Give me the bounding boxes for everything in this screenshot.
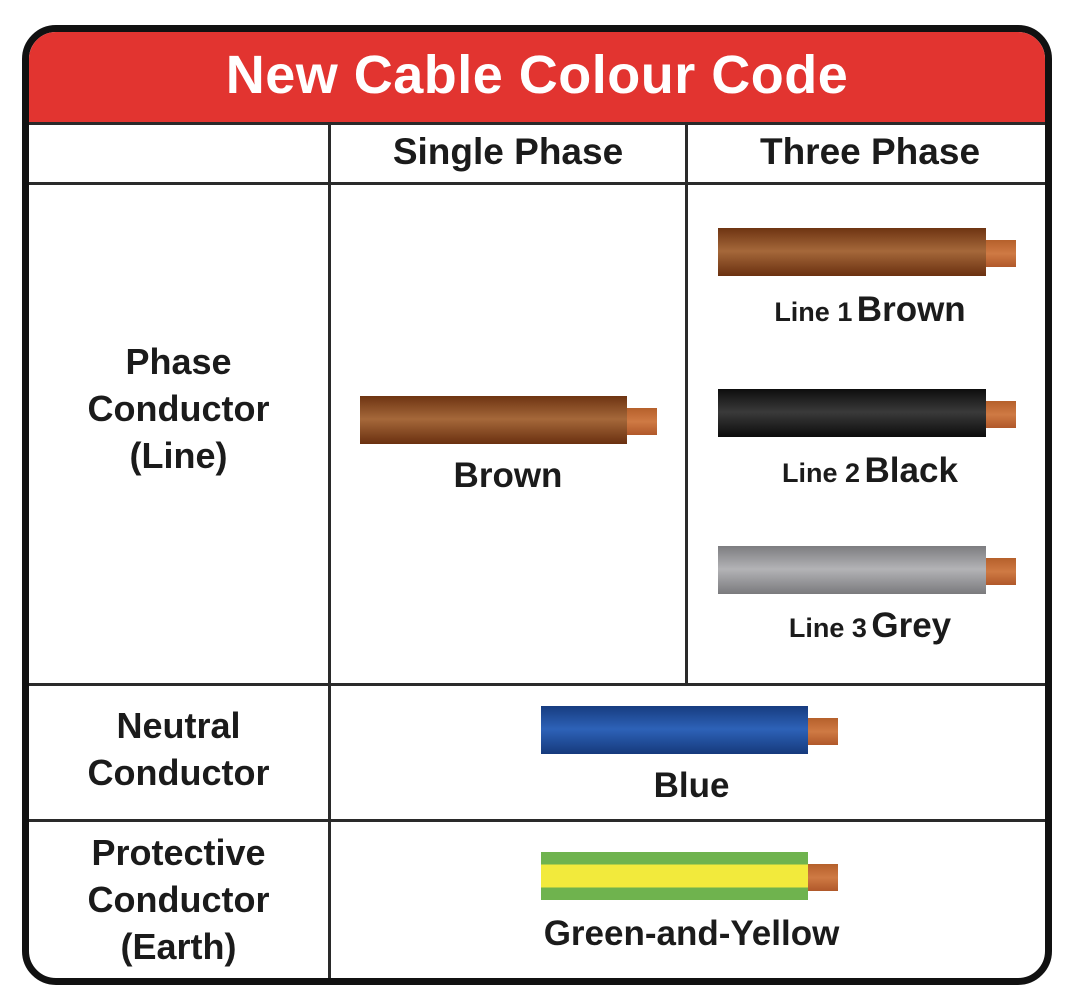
copper-core-icon [808,718,838,745]
copper-core-icon [627,408,657,435]
cable-single-phase-brown [360,396,657,444]
cable-jacket [718,228,986,276]
divider-header [29,182,1045,185]
cable-jacket [541,706,808,754]
header-three-phase: Three Phase [759,131,981,172]
cable-line1-brown [718,228,1016,276]
cable-earth-green-yellow [541,852,838,900]
row-label-line: Protective [91,832,266,873]
copper-core-icon [986,240,1016,267]
caption-colour: Blue [653,766,730,805]
row-label-line: Conductor [87,752,270,793]
caption-line1: Line 1 Brown [688,290,1045,330]
row-label-line: Phase [125,341,232,382]
cable-neutral-blue [541,706,838,754]
caption-colour: Grey [871,606,952,645]
row-label-earth: Protective Conductor (Earth) [29,829,328,970]
copper-core-icon [808,864,838,891]
divider-col2 [685,122,688,684]
divider-phase [29,683,1045,686]
row-label-line: Conductor [87,388,270,429]
copper-core-icon [986,401,1016,428]
row-label-line: Conductor [87,879,270,920]
cable-line2-black [718,389,1016,437]
caption-prefix: Line 2 [782,458,861,488]
divider-neutral [29,819,1045,822]
caption-line2: Line 2 Black [688,451,1045,491]
caption-line3: Line 3 Grey [688,606,1045,646]
colour-code-card: New Cable Colour Code Single Phase Three… [22,25,1052,985]
row-label-line: (Line) [129,435,228,476]
cable-jacket [541,852,808,900]
caption-prefix: Line 1 [774,297,853,327]
row-label-neutral: Neutral Conductor [29,702,328,796]
cable-jacket [360,396,627,444]
caption-colour: Black [864,451,958,490]
cable-line3-grey [718,546,1016,594]
row-label-line: (Earth) [120,926,237,967]
page-title: New Cable Colour Code [225,45,849,105]
header-single-phase: Single Phase [392,131,624,172]
caption-neutral: Blue [331,766,1045,806]
title-bar: New Cable Colour Code [29,32,1045,122]
caption-earth: Green-and-Yellow [331,914,1045,954]
cable-jacket [718,546,986,594]
divider-title [29,122,1045,125]
caption-colour: Brown [856,290,966,329]
copper-core-icon [986,558,1016,585]
caption-colour: Green-and-Yellow [543,914,840,953]
cable-jacket [718,389,986,437]
row-label-line: Neutral [116,705,241,746]
caption-colour: Brown [453,456,563,495]
caption-single-phase: Brown [331,456,685,496]
row-label-phase: Phase Conductor (Line) [29,338,328,479]
caption-prefix: Line 3 [788,613,867,643]
divider-col1 [328,122,331,978]
